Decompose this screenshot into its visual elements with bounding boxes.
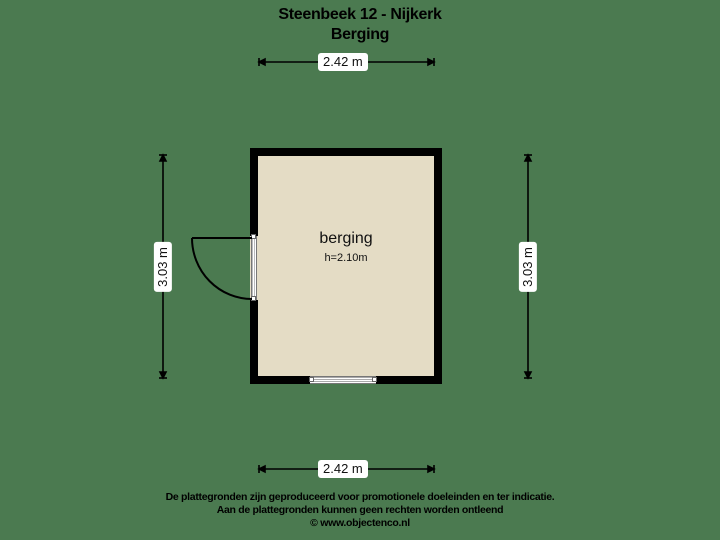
top-dimension-label: 2.42 m [318, 53, 368, 71]
disclaimer-line-1: De plattegronden zijn geproduceerd voor … [165, 491, 555, 503]
door-frame [251, 236, 257, 300]
disclaimer-line-2: Aan de plattegronden kunnen geen rechten… [216, 504, 504, 516]
room-label: berging [319, 230, 373, 247]
door-arc [191, 237, 253, 300]
window-jamb-right [372, 377, 377, 382]
window-jamb-left [309, 377, 314, 382]
plan-title: Steenbeek 12 - Nijkerk [278, 6, 442, 23]
plan-subtitle: Berging [330, 26, 390, 43]
copyright-line: © www.objectenco.nl [310, 517, 410, 529]
window-frame [310, 376, 376, 384]
room-height-label: h=2.10m [324, 252, 368, 264]
room-floor-berging [258, 156, 434, 376]
bottom-dimension-label: 2.42 m [318, 460, 368, 478]
door-jamb-top [251, 234, 256, 239]
